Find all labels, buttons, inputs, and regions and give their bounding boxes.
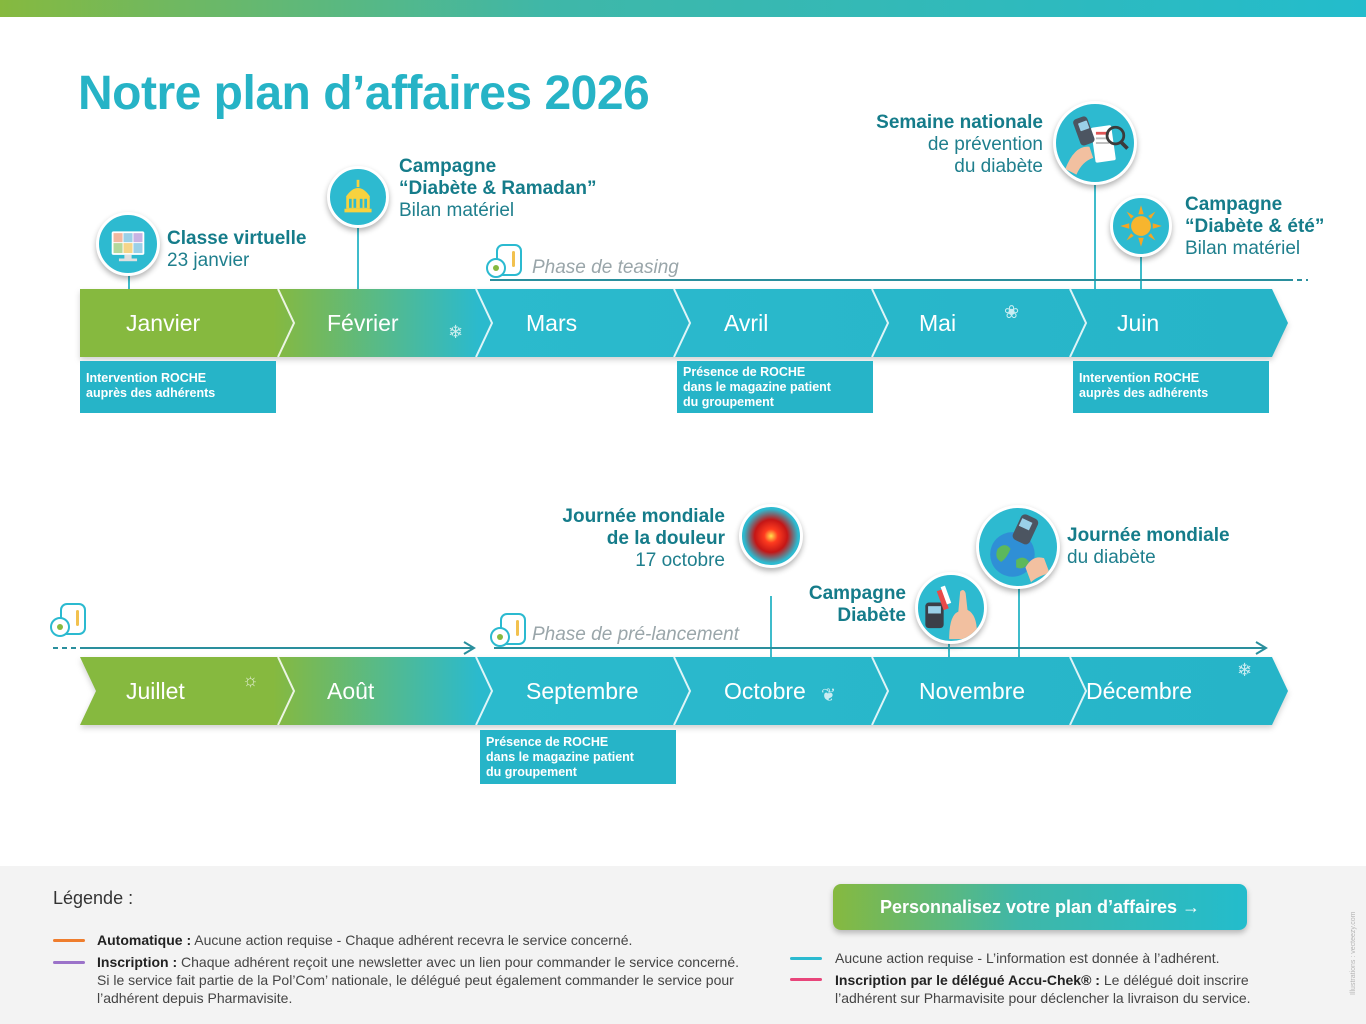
top-gradient-bar — [0, 0, 1366, 17]
pin-line-mondiale — [1018, 586, 1020, 658]
legend-text: Aucune action requise - Chaque adhérent … — [194, 932, 633, 948]
insulin-pen-icon[interactable] — [915, 572, 987, 644]
info-box-magazine-septembre: Présence de ROCHE dans le magazine patie… — [480, 730, 676, 784]
page-title: Notre plan d’affaires 2026 — [78, 67, 650, 120]
timeline-band-2 — [80, 657, 1288, 725]
event-journee-douleur: Journée mondiale de la douleur 17 octobr… — [562, 506, 725, 572]
event-ramadan: Campagne “Diabète & Ramadan” Bilan matér… — [399, 156, 596, 222]
timeline-h1: Janvier Février Mars Avril Mai Juin ❄ ❀ — [80, 289, 1290, 357]
phase-teasing-line — [490, 279, 1308, 281]
sun-icon[interactable] — [1110, 195, 1172, 257]
month-aout: Août — [327, 678, 375, 704]
legend-line-automatique — [53, 939, 85, 942]
legend-item-inscription: Inscription : Chaque adhérent reçoit une… — [97, 953, 747, 1007]
timeline-h2: Juillet Août Septembre Octobre Novembre … — [80, 657, 1290, 725]
snowflake-icon: ❄ — [1237, 660, 1253, 680]
pin-line-semaine — [1094, 182, 1096, 290]
phase-prelancement-icon — [489, 612, 529, 655]
timeline-band-1 — [80, 289, 1288, 357]
legend-label: Automatique : — [97, 932, 192, 948]
month-novembre: Novembre — [919, 678, 1026, 704]
event-title: Semaine nationale — [876, 112, 1043, 133]
month-janvier: Janvier — [126, 310, 201, 336]
month-octobre: Octobre — [724, 678, 806, 704]
mosque-icon[interactable] — [327, 166, 389, 228]
event-title-2: Diabète — [837, 605, 906, 626]
legend-line-inscription — [53, 961, 85, 964]
illustration-credit: Illustrations : vecteezy.com — [1350, 911, 1357, 995]
event-title: Classe virtuelle — [167, 228, 307, 249]
event-date: 17 octobre — [635, 550, 725, 571]
month-mars: Mars — [526, 310, 578, 336]
glucose-meter-icon[interactable] — [1053, 101, 1137, 185]
phase-teasing-icon — [485, 243, 525, 286]
phase-continue-icon — [49, 602, 89, 645]
pain-target-icon[interactable] — [739, 504, 803, 568]
event-diabete-ete: Campagne “Diabète & été” Bilan matériel — [1185, 194, 1324, 260]
legend-line-information — [790, 957, 822, 960]
month-juillet: Juillet — [126, 678, 185, 704]
event-title-2: de la douleur — [606, 528, 725, 549]
pin-line-classe — [128, 270, 130, 290]
event-sub: Bilan matériel — [399, 200, 515, 221]
legend-text: Chaque adhérent reçoit une newsletter av… — [97, 954, 739, 1006]
event-sub-2: du diabète — [954, 156, 1043, 177]
sun-small-icon: ☼ — [242, 670, 259, 690]
event-semaine-nationale: Semaine nationale de prévention du diabè… — [876, 112, 1043, 178]
month-decembre: Décembre — [1086, 678, 1193, 704]
phase-lines-2 — [53, 641, 1268, 655]
legend-label: Inscription par le délégué Accu-Chek® : — [835, 972, 1100, 988]
pin-line-ete — [1140, 252, 1142, 290]
month-avril: Avril — [724, 310, 769, 336]
month-juin: Juin — [1117, 310, 1160, 336]
event-title: Campagne — [399, 156, 497, 177]
event-title: Journée mondiale — [562, 506, 725, 527]
info-box-magazine-avril: Présence de ROCHE dans le magazine patie… — [677, 361, 873, 413]
legend-text: Aucune action requise - L’information es… — [835, 950, 1220, 966]
legend-title: Légende : — [53, 888, 134, 908]
event-date: 23 janvier — [167, 250, 250, 271]
event-sub: du diabète — [1067, 547, 1156, 568]
event-campagne-diabete: Campagne Diabète — [809, 583, 906, 627]
video-meeting-icon[interactable] — [96, 212, 160, 276]
legend-label: Inscription : — [97, 954, 178, 970]
event-sub: de prévention — [927, 134, 1043, 155]
legend-item-delegue: Inscription par le délégué Accu-Chek® : … — [835, 971, 1265, 1007]
globe-meter-icon[interactable] — [976, 505, 1060, 589]
personnalisez-button[interactable]: Personnalisez votre plan d’affaires → — [833, 884, 1247, 930]
pin-line-douleur — [770, 596, 772, 658]
leaf-icon: ❦ — [821, 685, 837, 705]
month-mai: Mai — [919, 310, 957, 336]
phase-prelancement-label: Phase de pré-lancement — [532, 624, 740, 645]
flower-icon: ❀ — [1004, 302, 1020, 322]
month-fevrier: Février — [327, 310, 399, 336]
legend-item-information: Aucune action requise - L’information es… — [835, 949, 1265, 967]
legend-text: Le délégué doit inscrire l’adhérent sur … — [835, 972, 1251, 1006]
legend-line-delegue — [790, 978, 822, 981]
snowflake-icon: ❄ — [448, 322, 464, 342]
month-septembre: Septembre — [526, 678, 639, 704]
event-title: Campagne — [1185, 194, 1283, 215]
event-title-2: “Diabète & Ramadan” — [399, 178, 597, 199]
phase-teasing-label: Phase de teasing — [532, 257, 679, 278]
event-title: Journée mondiale — [1067, 525, 1230, 546]
event-title: Campagne — [808, 583, 906, 604]
legend-item-automatique: Automatique : Aucune action requise - Ch… — [97, 931, 747, 949]
event-journee-diabete: Journée mondiale du diabète — [1067, 525, 1230, 569]
pin-line-ramadan — [357, 222, 359, 290]
event-sub: Bilan matériel — [1185, 238, 1301, 259]
event-title-2: “Diabète & été” — [1185, 216, 1325, 237]
info-box-intervention-janvier: Intervention ROCHE auprès des adhérents — [80, 361, 276, 413]
event-classe-virtuelle: Classe virtuelle 23 janvier — [167, 228, 306, 272]
info-box-intervention-juin: Intervention ROCHE auprès des adhérents — [1073, 361, 1269, 413]
